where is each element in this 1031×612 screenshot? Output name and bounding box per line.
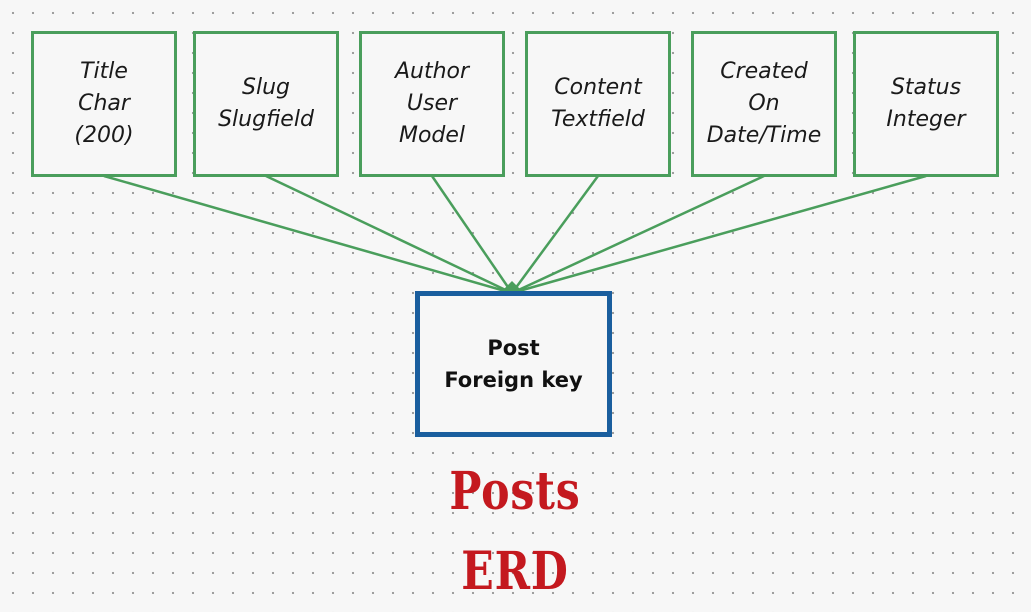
connector-title (103, 174, 513, 295)
post-entity-name: Post (487, 336, 540, 360)
connector-created-on (511, 174, 765, 295)
connector-author (430, 175, 514, 294)
field-title-line-3: (200) (74, 123, 134, 148)
field-content-line-1: Content (554, 75, 642, 100)
connector-slug (265, 174, 513, 295)
field-created-on-line-3: Date/Time (706, 123, 822, 148)
post-entity-box[interactable]: Post Foreign key (415, 291, 612, 437)
field-slug-line-2: Slugfield (218, 107, 314, 132)
field-author-line-1: Author (394, 59, 470, 84)
field-title-line-1: Title (80, 59, 128, 84)
field-author-line-3: Model (398, 123, 466, 148)
post-entity-key: Foreign key (444, 368, 583, 392)
field-box-title[interactable]: Title Char (200) (31, 31, 177, 177)
field-box-slug[interactable]: Slug Slugfield (193, 31, 339, 177)
field-slug-line-1: Slug (242, 75, 290, 100)
erd-canvas: Title Char (200) Slug Slugfield Author U… (31, 31, 999, 602)
field-status-line-1: Status (890, 75, 962, 100)
field-status-line-2: Integer (886, 107, 966, 132)
field-created-on-line-2: On (748, 91, 780, 116)
connector-content (510, 175, 600, 294)
field-title-line-2: Char (78, 91, 130, 116)
field-content-line-2: Textfield (551, 107, 645, 132)
field-box-status[interactable]: Status Integer (853, 31, 999, 177)
connector-arrowhead (500, 281, 524, 293)
field-box-content[interactable]: Content Textfield (525, 31, 671, 177)
connector-layer (103, 174, 927, 295)
diagram-title: Posts ERD (449, 461, 581, 602)
field-box-created-on[interactable]: Created On Date/Time (691, 31, 837, 177)
connector-status (511, 174, 927, 295)
field-created-on-line-1: Created (720, 59, 808, 84)
field-box-author[interactable]: Author User Model (359, 31, 505, 177)
field-author-line-2: User (406, 91, 458, 116)
